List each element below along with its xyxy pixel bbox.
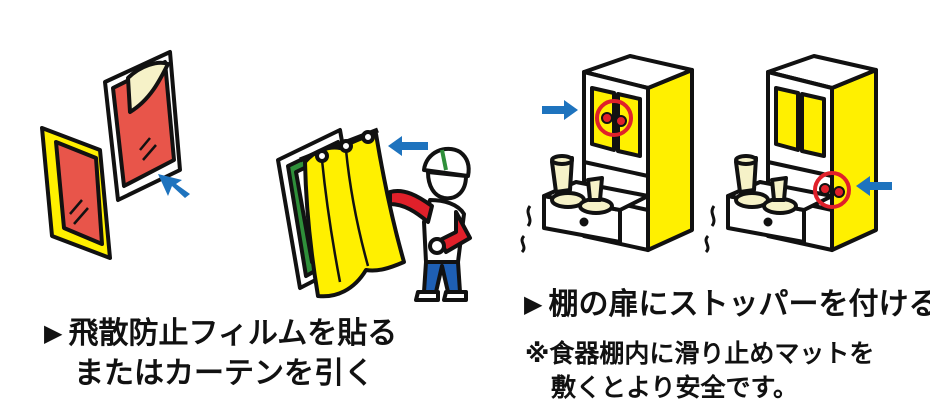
marker-triangle-icon: ▶ <box>44 319 63 347</box>
cabinet-illustration-2 <box>704 54 878 254</box>
stopper-highlight-2 <box>813 171 851 209</box>
right-caption: ▶棚の扉にストッパーを付ける <box>524 284 930 325</box>
arrow-icon <box>388 136 428 156</box>
reference-mark-icon: ※ <box>525 339 550 368</box>
curtain-illustration <box>276 127 406 299</box>
cabinet-illustration-1 <box>520 54 694 254</box>
marker-triangle-icon: ▶ <box>524 290 543 318</box>
safety-note: ※食器棚内に滑り止めマットを 敷くとより安全です。 <box>525 337 874 405</box>
arrow-icon <box>158 174 190 198</box>
left-caption: ▶飛散防止フィルムを貼る またはカーテンを引く <box>44 313 397 394</box>
arrow-icon <box>856 176 892 196</box>
left-caption-line2: またはカーテンを引く <box>74 356 374 391</box>
arrow-icon <box>542 100 578 120</box>
note-line2: 敷くとより安全です。 <box>551 373 799 402</box>
right-caption-line1: 棚の扉にストッパーを付ける <box>548 287 930 322</box>
note-line1: 食器棚内に滑り止めマットを <box>549 339 875 368</box>
left-caption-line1: 飛散防止フィルムを貼る <box>68 316 398 351</box>
person-pulling-curtain <box>388 146 472 302</box>
front-window-pane <box>40 126 112 260</box>
window-film-illustration <box>40 50 182 260</box>
stopper-highlight-1 <box>595 99 633 137</box>
back-window-pane <box>103 50 182 202</box>
